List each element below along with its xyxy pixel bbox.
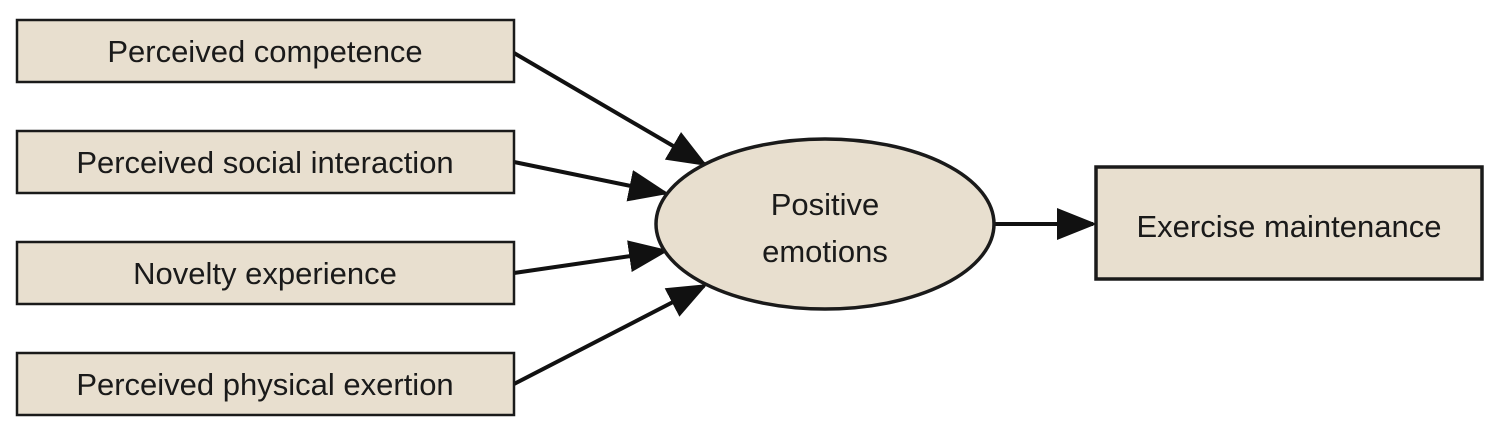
factor-box: [15, 351, 516, 417]
mediator-label-line1: Positive: [771, 187, 880, 222]
factor-label: Perceived social interaction: [76, 145, 453, 180]
factor-label: Novelty experience: [133, 256, 397, 291]
factor-label: Perceived competence: [107, 34, 422, 69]
mediator-label-line2: emotions: [762, 234, 888, 269]
factor-box: [15, 129, 516, 195]
mediator-node-positive-emotions: Positive emotions: [654, 137, 996, 311]
outcome-box: [1094, 165, 1484, 281]
mediator-ellipse: [654, 137, 996, 311]
factor-box: [15, 240, 516, 306]
arrow-competence-to-emotions: [512, 51, 708, 167]
arrow-novelty-to-emotions: [513, 240, 669, 275]
factor-box: [15, 18, 516, 84]
factor-node-social-interaction: Perceived social interaction: [15, 129, 516, 195]
outcome-label: Exercise maintenance: [1137, 209, 1442, 244]
factor-label: Perceived physical exertion: [76, 367, 453, 402]
factor-node-competence: Perceived competence: [15, 18, 516, 84]
factor-node-physical-exertion: Perceived physical exertion: [15, 351, 516, 417]
outcome-node-exercise-maintenance: Exercise maintenance: [1094, 165, 1484, 281]
arrow-exertion-to-emotions: [513, 284, 708, 386]
arrow-social-to-emotions: [513, 160, 669, 202]
factor-node-novelty: Novelty experience: [15, 240, 516, 306]
